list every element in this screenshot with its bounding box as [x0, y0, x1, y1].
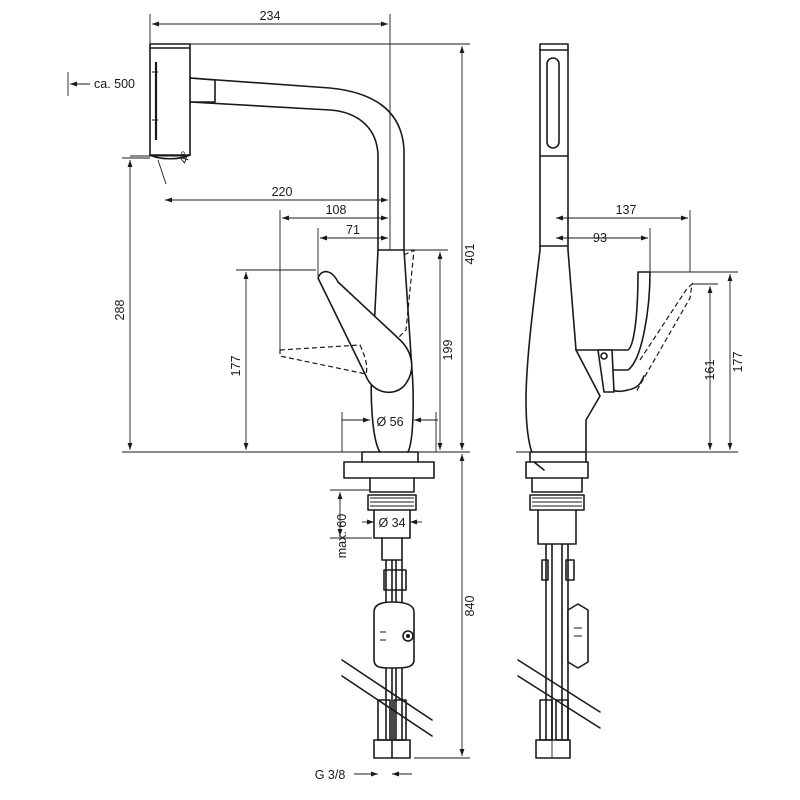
- front-dimensions: 234 ca. 500 4° 220 108 71 288 177 199: [67, 9, 477, 782]
- side-countertop-section: [517, 659, 601, 729]
- dim-diam-34: Ø 34: [378, 516, 405, 530]
- dim-g-3-8: G 3/8: [315, 768, 346, 782]
- front-mount-thread: [367, 477, 417, 511]
- front-countertop-section: [341, 659, 433, 737]
- front-base-plate: [343, 461, 435, 479]
- dim-71: 71: [346, 223, 360, 237]
- dim-234: 234: [260, 9, 281, 23]
- dim-137: 137: [616, 203, 637, 217]
- dim-177-right: 177: [731, 352, 745, 373]
- side-spray-button: [546, 57, 560, 149]
- dim-108: 108: [326, 203, 347, 217]
- side-faucet-body: [525, 249, 601, 453]
- dim-ca-500: ca. 500: [94, 77, 135, 91]
- front-lever-handle: [317, 270, 413, 394]
- front-lever-dashed: [279, 344, 368, 375]
- dim-161: 161: [703, 360, 717, 381]
- dim-840: 840: [463, 596, 477, 617]
- side-supply-hoses: [545, 543, 569, 741]
- front-lever-dashed-up: [397, 248, 415, 339]
- front-view: [149, 43, 435, 759]
- dim-4-deg: 4°: [176, 150, 193, 166]
- dim-288: 288: [113, 300, 127, 321]
- dim-220: 220: [272, 185, 293, 199]
- side-spray-head: [539, 43, 569, 157]
- front-hose-coupling: [373, 601, 415, 669]
- dim-401: 401: [463, 244, 477, 265]
- dim-199: 199: [441, 340, 455, 361]
- front-spout-outline: [189, 77, 405, 251]
- dim-177-left: 177: [229, 356, 243, 377]
- side-lever-handle: [575, 271, 651, 392]
- side-base-plate: [525, 461, 589, 479]
- side-view: [517, 43, 693, 759]
- side-dimensions: 137 93 177 161: [516, 203, 745, 453]
- dim-93: 93: [593, 231, 607, 245]
- dim-diam-56: Ø 56: [376, 415, 403, 429]
- dim-max-60: max. 60: [335, 514, 349, 559]
